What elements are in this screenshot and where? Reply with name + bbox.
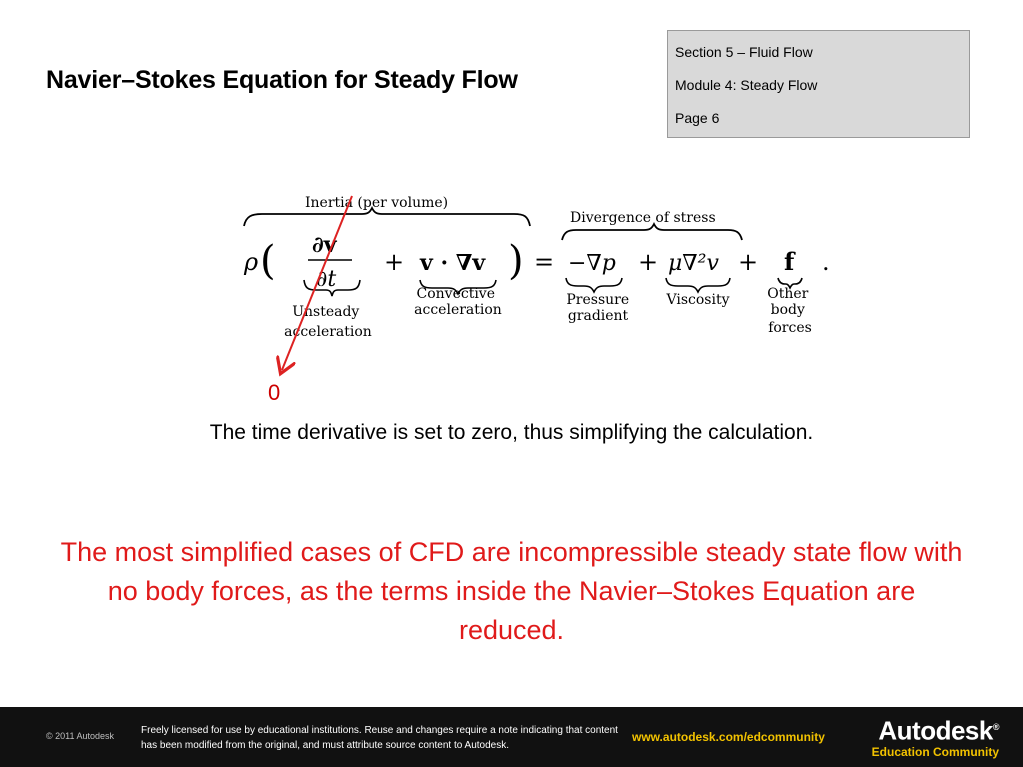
equals-sign: = (534, 248, 554, 276)
plus-3: + (738, 248, 758, 276)
equation-period: . (822, 248, 830, 276)
plus-1: + (384, 248, 404, 276)
viscosity-brace (665, 277, 731, 294)
unsteady-brace (303, 279, 361, 297)
highlight-text: The most simplified cases of CFD are inc… (60, 537, 963, 645)
plus-2: + (638, 248, 658, 276)
autodesk-logo: Autodesk® Education Community (871, 713, 1000, 759)
inertia-label: Inertia (per volume) (305, 195, 448, 211)
module-label: Module 4: Steady Flow (675, 77, 818, 93)
rho-symbol: ρ (243, 248, 258, 276)
stress-brace (561, 221, 743, 241)
body-force-label: Other body forces (767, 286, 813, 336)
caption-text: The time derivative is set to zero, thus… (209, 421, 814, 444)
stress-label: Divergence of stress (570, 210, 716, 226)
pressure-label: Pressure gradient (566, 292, 633, 324)
brand-name: Autodesk® (878, 715, 999, 746)
section-info-box: Section 5 – Fluid Flow Module 4: Steady … (667, 30, 970, 138)
convective-brace (419, 279, 497, 296)
convective-label: Convective acceleration (414, 286, 502, 318)
copyright-text: © 2011 Autodesk (46, 731, 115, 741)
brand-subtitle: Education Community (871, 744, 999, 759)
viscosity-label: Viscosity (666, 292, 730, 308)
pressure-term: −∇p (568, 251, 616, 276)
inertia-brace (243, 205, 531, 227)
open-paren: ( (260, 238, 276, 284)
partial-v: ∂v (312, 232, 338, 258)
body-force-term: f (784, 247, 796, 276)
pressure-brace (565, 277, 623, 294)
zero-annotation: 0 (268, 380, 281, 405)
section-label: Section 5 – Fluid Flow (675, 44, 813, 60)
viscosity-term: μ∇²v (668, 251, 719, 276)
convective-term: v · ∇v (419, 250, 486, 276)
unsteady-label: Unsteady acceleration (284, 304, 372, 340)
license-text: Freely licensed for use by educational i… (141, 725, 618, 751)
equation-figure: Inertia (per volume) Divergence of stres… (243, 195, 830, 380)
footer-bar: © 2011 Autodesk Freely licensed for use … (0, 707, 1023, 767)
slide-title: Navier–Stokes Equation for Steady Flow (46, 66, 518, 94)
edcommunity-link[interactable]: www.autodesk.com/edcommunity (632, 730, 825, 744)
close-paren: ) (508, 238, 524, 284)
navier-stokes-equation: Inertia (per volume) Divergence of stres… (230, 180, 850, 385)
zero-arrow (282, 195, 353, 370)
page-label: Page 6 (675, 110, 720, 126)
body-force-brace (777, 277, 803, 290)
